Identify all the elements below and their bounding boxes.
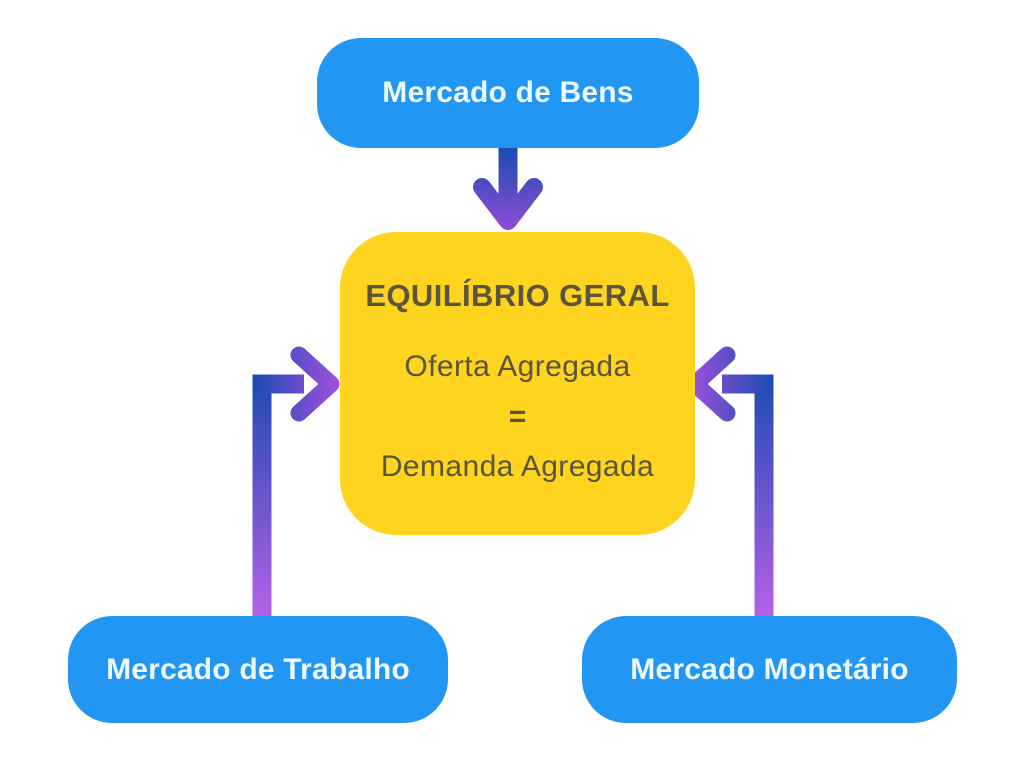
oferta-agregada-label: Oferta Agregada <box>404 350 631 383</box>
arrow-trabalho-to-equilibrio-icon <box>252 346 340 620</box>
node-mercado-monetario-label: Mercado Monetário <box>630 652 909 686</box>
node-mercado-de-bens-label: Mercado de Bens <box>382 76 634 109</box>
node-mercado-de-bens: Mercado de Bens <box>317 38 699 148</box>
node-equilibrio-geral: EQUILÍBRIO GERAL Oferta Agregada = Deman… <box>340 232 695 535</box>
demanda-agregada-label: Demanda Agregada <box>380 450 655 483</box>
node-mercado-de-trabalho-label: Mercado de Trabalho <box>106 652 410 686</box>
node-mercado-monetario: Mercado Monetário <box>582 616 957 723</box>
equals-sign: = <box>508 400 527 433</box>
equilibrio-geral-title: EQUILÍBRIO GERAL <box>365 278 670 313</box>
arrow-monetario-to-equilibrio-icon <box>686 346 774 620</box>
arrow-bens-to-equilibrio-icon <box>473 148 543 230</box>
node-mercado-de-trabalho: Mercado de Trabalho <box>68 616 448 723</box>
